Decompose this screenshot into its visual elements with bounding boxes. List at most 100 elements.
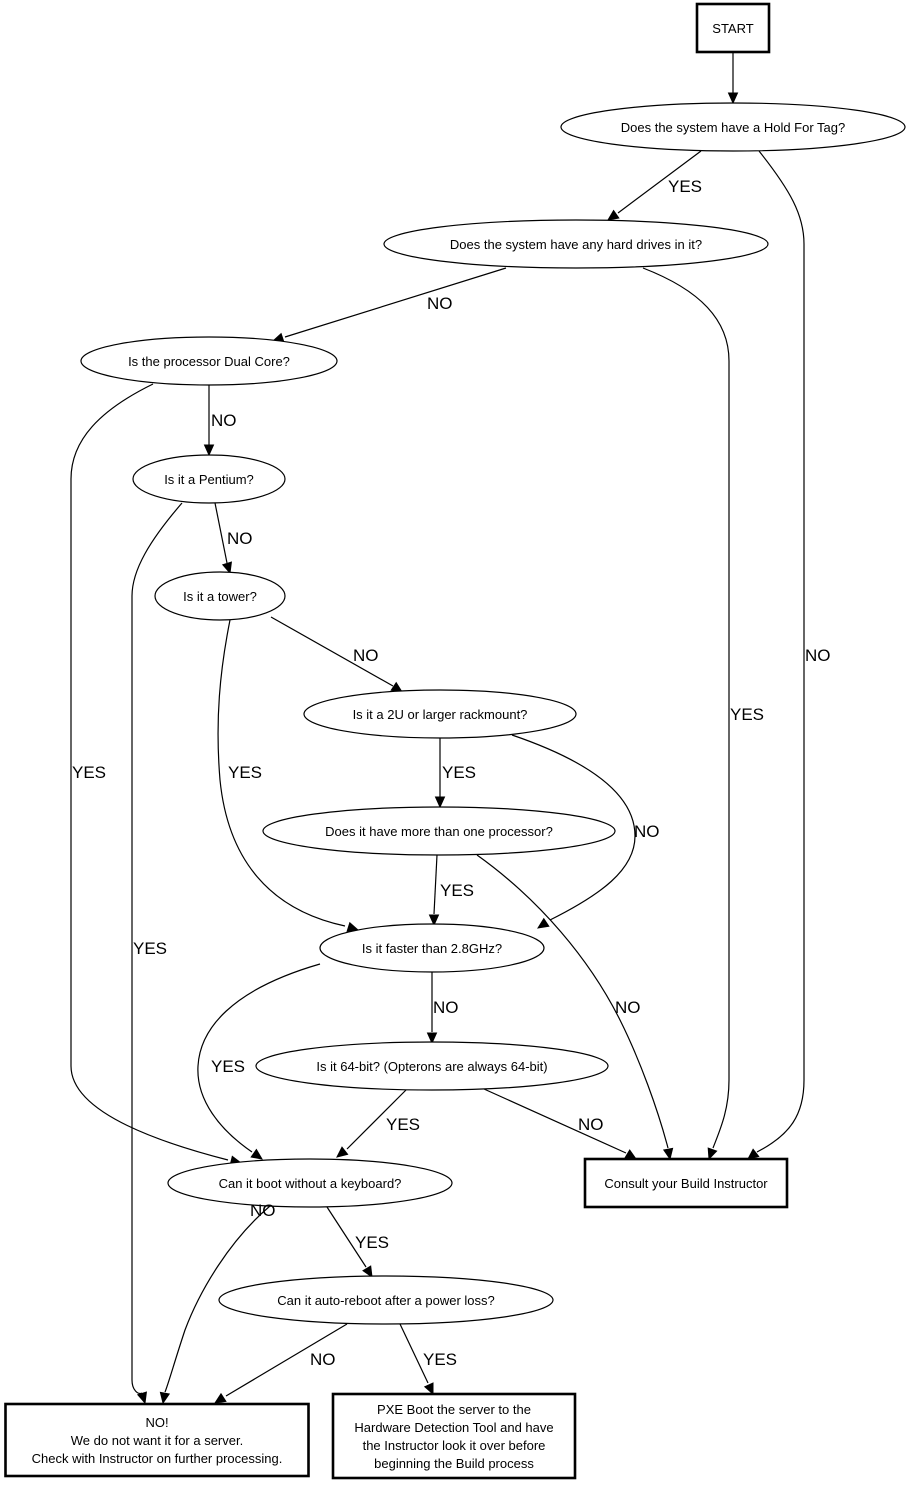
terminal-box [695,2,771,54]
decision-ellipse [383,219,769,269]
decision-ellipse [80,336,338,386]
node-keyboard: Can it boot without a keyboard? [167,1158,453,1208]
edge-multi-proc-to-consult [476,854,674,1161]
node-label: the Instructor look it over before [363,1438,546,1453]
edge-label-no: NO [805,646,831,665]
node-label: Can it boot without a keyboard? [219,1176,402,1191]
node-label: Is it a tower? [183,589,257,604]
terminal-box [4,1402,310,1478]
terminal-box [331,1392,577,1480]
node-label: Is it a Pentium? [164,472,254,487]
node-consult: Consult your Build Instructor [583,1157,789,1209]
edge-label-yes: YES [355,1233,389,1252]
edge-bit64-to-consult [483,1088,638,1160]
node-label: Hardware Detection Tool and have [354,1420,553,1435]
node-pentium: Is it a Pentium? [132,454,286,504]
decision-ellipse [255,1041,609,1091]
edge-rackmount-to-multi-proc [434,738,446,809]
arrowhead-icon [727,92,739,105]
edge-faster-to-bit64 [426,972,438,1045]
edge-label-no: NO [615,998,641,1017]
decision-ellipse [262,806,616,856]
nodes-layer: START Does the system have a Hold For Tag… [4,2,906,1480]
edge-label-yes: YES [730,705,764,724]
edge-line [399,1323,429,1384]
arrowhead-icon [607,209,620,221]
edge-line [284,267,507,338]
decision-ellipse [154,571,286,621]
edge-label-no: NO [211,411,237,430]
node-start: START [695,2,771,54]
node-hold-tag: Does the system have a Hold For Tag? [560,102,906,152]
node-label: Is it faster than 2.8GHz? [362,941,502,956]
edge-keyboard-to-auto-reboot [326,1206,373,1279]
edges-layer [70,52,805,1405]
node-multi-proc: Does it have more than one processor? [262,806,616,856]
node-label: Does it have more than one processor? [325,824,553,839]
edge-label-yes: YES [442,763,476,782]
edge-line [483,1088,627,1154]
edge-label-yes: YES [440,881,474,900]
node-label: Does the system have a Hold For Tag? [621,120,846,135]
edge-label-no: NO [433,998,459,1017]
arrowhead-icon [747,1148,760,1160]
decision-ellipse [319,923,545,973]
edge-pentium-to-tower [214,502,232,575]
edge-line [511,734,636,921]
arrowhead-icon [336,1146,349,1158]
edge-dual-core-to-pentium [203,385,215,457]
arrowhead-icon [203,444,215,457]
node-label: Can it auto-reboot after a power loss? [277,1293,495,1308]
decision-ellipse [560,102,906,152]
arrowhead-icon [136,1391,147,1405]
arrowhead-icon [250,1148,263,1160]
arrowhead-icon [536,917,550,929]
edge-label-yes: YES [668,177,702,196]
edge-faster-to-keyboard [197,963,321,1160]
node-label: Is the processor Dual Core? [128,354,290,369]
edge-label-yes: YES [423,1350,457,1369]
node-bit64: Is it 64-bit? (Opterons are always 64-bi… [255,1041,609,1091]
edge-multi-proc-to-faster [428,854,440,927]
edge-line [197,963,321,1153]
node-label: Is it a 2U or larger rackmount? [353,707,528,722]
edge-label-no: NO [227,529,253,548]
node-label: Is it 64-bit? (Opterons are always 64-bi… [316,1059,547,1074]
edge-label-no: NO [427,294,453,313]
node-auto-reboot: Can it auto-reboot after a power loss? [218,1275,554,1325]
edge-line [346,1089,407,1150]
edge-line [433,854,438,915]
edge-pentium-to-reject [131,502,183,1405]
node-reject: NO!We do not want it for a server.Check … [4,1402,310,1478]
edge-line [642,267,730,1149]
edge-line [214,502,228,564]
edge-label-yes: YES [386,1115,420,1134]
arrowhead-icon [707,1147,718,1161]
edge-hold-tag-to-consult [747,150,805,1160]
decision-ellipse [167,1158,453,1208]
edge-tower-to-faster [217,619,360,932]
decision-ellipse [132,454,286,504]
terminal-box [583,1157,789,1209]
arrowhead-icon [159,1391,171,1405]
edge-line [617,150,702,214]
arrowhead-icon [423,1382,434,1396]
node-hard-drives: Does the system have any hard drives in … [383,219,769,269]
node-label: We do not want it for a server. [71,1433,243,1448]
edge-label-yes: YES [228,763,262,782]
node-dual-core: Is the processor Dual Core? [80,336,338,386]
edge-hold-tag-to-hard-drives [607,150,702,221]
node-faster: Is it faster than 2.8GHz? [319,923,545,973]
arrowhead-icon [624,1149,638,1160]
edge-label-yes: YES [72,763,106,782]
edge-line [217,619,346,927]
arrowhead-icon [426,1032,438,1045]
edge-line [131,502,183,1395]
node-label: Does the system have any hard drives in … [450,237,702,252]
edge-line [756,150,805,1153]
edge-auto-reboot-to-pxe [399,1323,434,1396]
arrowhead-icon [434,796,446,809]
node-label: beginning the Build process [374,1456,534,1471]
arrowhead-icon [662,1147,674,1161]
